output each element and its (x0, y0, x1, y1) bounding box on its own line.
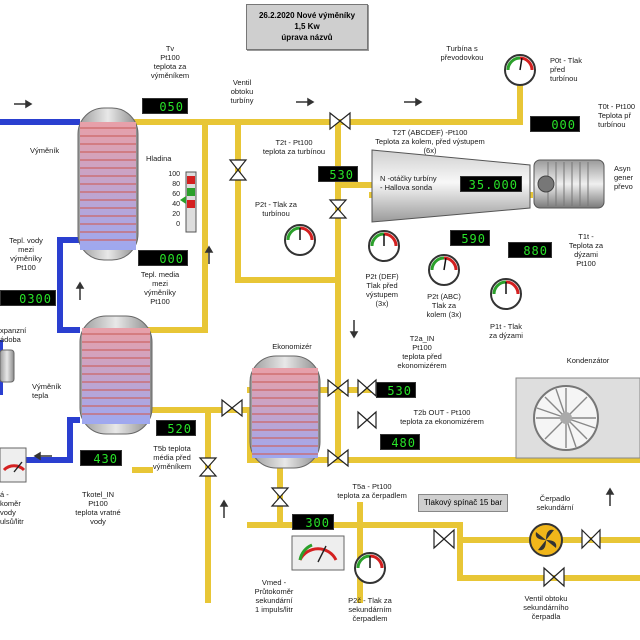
p2t-abc-gauge (428, 254, 460, 286)
label-hladina: Hladina (146, 154, 172, 163)
label-tv: Tv Pt100 teplota za výměníkem (150, 44, 190, 80)
label-t1t: T1t - Teplota za dýzami Pt100 (568, 232, 604, 268)
display-t5a: 300 (292, 514, 334, 530)
label-ekonomizer: Ekonomizér (272, 342, 312, 351)
pressure-switch-label: Tlakový spínač 15 bar (418, 494, 508, 512)
label-p2t-def: P2t (DEF) Tlak před výstupem (3x) (365, 272, 399, 308)
level-tick: 60 (172, 191, 180, 198)
p2t-def-gauge (368, 230, 400, 262)
label-t0t: T0t - Pt100 Teplota př turbínou (598, 102, 636, 129)
heat-exchanger-bottom (79, 315, 153, 435)
display-water: 0300 (0, 290, 56, 306)
label-t2t-pt100: T2t - Pt100 teplota za turbínou (262, 138, 326, 156)
title-box: 26.2.2020 Nové výměníky 1,5 Kw úprava ná… (246, 4, 368, 50)
display-t1t: 880 (508, 242, 552, 258)
display-t5b: 520 (156, 420, 196, 436)
label-t2b-out: T2b OUT - Pt100 teplota za ekonomizérem (400, 408, 484, 426)
label-t5b: T5b teplota média před výměníkem (152, 444, 192, 471)
title-line-1: 26.2.2020 Nové výměníky (258, 11, 356, 20)
flow-arrows (14, 97, 615, 518)
p2t-abc-gauge-needle (443, 257, 447, 271)
level-tick: 100 (168, 171, 180, 178)
title-line-3: úprava názvů (281, 33, 333, 42)
label-p2c: P2č - Tlak za sekundárním čerpadlem (348, 596, 392, 623)
label-vymenik-tepla: Výměník tepla (32, 382, 62, 400)
label-turbina: Turbína s převodovkou (440, 44, 484, 62)
label-kondenzator: Kondenzátor (566, 356, 610, 365)
p0t-gauge (504, 54, 536, 86)
turbine (371, 149, 531, 223)
p0t-gauge-needle (519, 57, 523, 71)
label-tepl-media: Tepl. media mezi výměníky Pt100 (140, 270, 180, 306)
gauge-group (284, 54, 536, 584)
flowmeter-left (0, 447, 27, 483)
level-tick: 0 (176, 221, 180, 228)
expansion-tank (0, 349, 15, 383)
label-p0t: P0t - Tlak před turbínou (550, 56, 582, 83)
label-ventil-obtoku-turbiny: Ventil obtoku turbíny (230, 78, 254, 105)
label-tepl-vody: Tepl. vody mezi výměníky Pt100 (9, 236, 43, 272)
display-tkotel: 430 (80, 450, 122, 466)
display-t2a: 530 (376, 382, 416, 398)
title-line-2: 1,5 Kw (294, 22, 320, 31)
label-p2t-turbine: P2t - Tlak za turbínou (255, 200, 297, 218)
display-t0t: 000 (530, 116, 580, 132)
level-indicator (180, 171, 197, 233)
label-vymenik: Výměník (30, 146, 60, 155)
display-n: 35.000 (460, 176, 522, 192)
display-tv: 050 (142, 98, 188, 114)
label-t2a-in: T2a_IN Pt100 teplota před ekonomizérem (397, 334, 447, 370)
label-expanzni: xpanzní ádoba (0, 326, 27, 344)
label-ventil-obtoku-sek: Ventil obtoku sekundárního čerpadla (523, 594, 569, 621)
label-cerpadlo: Čerpadlo sekundární (536, 494, 574, 512)
pipe-cold-network (0, 119, 80, 463)
generator-motor (533, 159, 605, 209)
label-t5a: T5a - Pt100 teplota za čerpadlem (337, 482, 407, 500)
label-p2t-abc: P2t (ABC) Tlak za kolem (3x) (426, 292, 462, 319)
level-tick: 40 (172, 201, 180, 208)
p2t-turbine-gauge (284, 224, 316, 256)
level-tick: 20 (172, 211, 180, 218)
valves (198, 111, 601, 588)
display-media: 000 (138, 250, 188, 266)
label-p1t: P1t - Tlak za dýzami (489, 322, 523, 340)
condenser-unit (515, 377, 640, 459)
level-scale: 100 80 60 40 20 0 (160, 170, 180, 230)
flowmeter-vmed (291, 535, 345, 571)
label-prutokomer-left: á - koměr vody ulsů/litr (0, 490, 24, 526)
label-t2t-abcdef: T2T (ABCDEF) -Pt100 Teplota za kolem, př… (375, 128, 485, 155)
display-t2b: 480 (380, 434, 420, 450)
display-p2t-abc: 590 (450, 230, 490, 246)
economizer-vessel (249, 355, 321, 469)
heat-exchanger-top (77, 107, 139, 261)
label-n-otacky: N -otáčky turbíny - Hallova sonda (380, 174, 437, 192)
label-vmed: Vmed - Průtokoměr sekundární 1 impuls/li… (254, 578, 294, 614)
p2c-gauge (354, 552, 386, 584)
level-tick: 80 (172, 181, 180, 188)
p1t-gauge (490, 278, 522, 310)
label-asyn: Asyn gener převo (614, 164, 634, 191)
secondary-pump (529, 523, 563, 557)
label-tkotel: Tkotel_IN Pt100 teplota vratné vody (75, 490, 121, 526)
display-t2t: 530 (318, 166, 358, 182)
